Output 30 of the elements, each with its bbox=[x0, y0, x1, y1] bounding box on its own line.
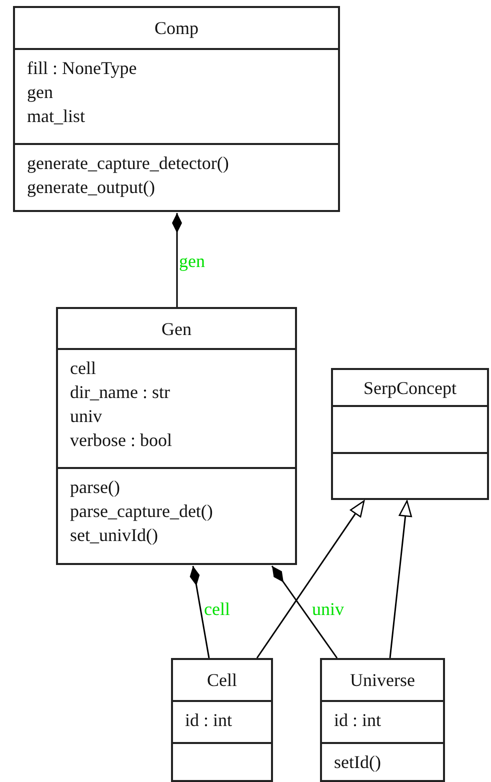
class-box bbox=[56, 307, 297, 565]
attribute-text: mat_list bbox=[27, 105, 86, 128]
method-text: setId() bbox=[334, 751, 382, 774]
class-box bbox=[171, 658, 273, 782]
composition-line bbox=[172, 213, 182, 307]
method-text: parse() bbox=[70, 476, 121, 499]
attribute-text: id : int bbox=[185, 709, 234, 732]
composition-line bbox=[271, 566, 338, 658]
composition-line bbox=[190, 566, 210, 658]
class-name: Cell bbox=[207, 669, 237, 691]
attribute-text: univ bbox=[70, 405, 104, 428]
class-name: Gen bbox=[162, 318, 192, 340]
class-name: SerpConcept bbox=[364, 376, 456, 398]
class-box bbox=[331, 368, 489, 500]
attribute-text: gen bbox=[27, 81, 54, 104]
method-text: parse_capture_det() bbox=[70, 500, 214, 523]
inheritance-arrow bbox=[389, 500, 412, 658]
attribute-text: cell bbox=[70, 357, 97, 380]
class-box bbox=[320, 658, 445, 782]
class-name: Universe bbox=[350, 669, 415, 691]
method-text: generate_output() bbox=[27, 176, 156, 199]
inheritance-arrow bbox=[256, 500, 365, 658]
attribute-text: id : int bbox=[334, 709, 382, 732]
attribute-text: verbose : bool bbox=[70, 429, 173, 452]
class-box bbox=[13, 6, 340, 212]
class-name: Comp bbox=[154, 17, 198, 39]
method-text: generate_capture_detector() bbox=[27, 152, 230, 175]
attribute-text: fill : NoneType bbox=[27, 57, 138, 80]
method-text: set_univId() bbox=[70, 524, 159, 547]
attribute-text: dir_name : str bbox=[70, 381, 171, 404]
